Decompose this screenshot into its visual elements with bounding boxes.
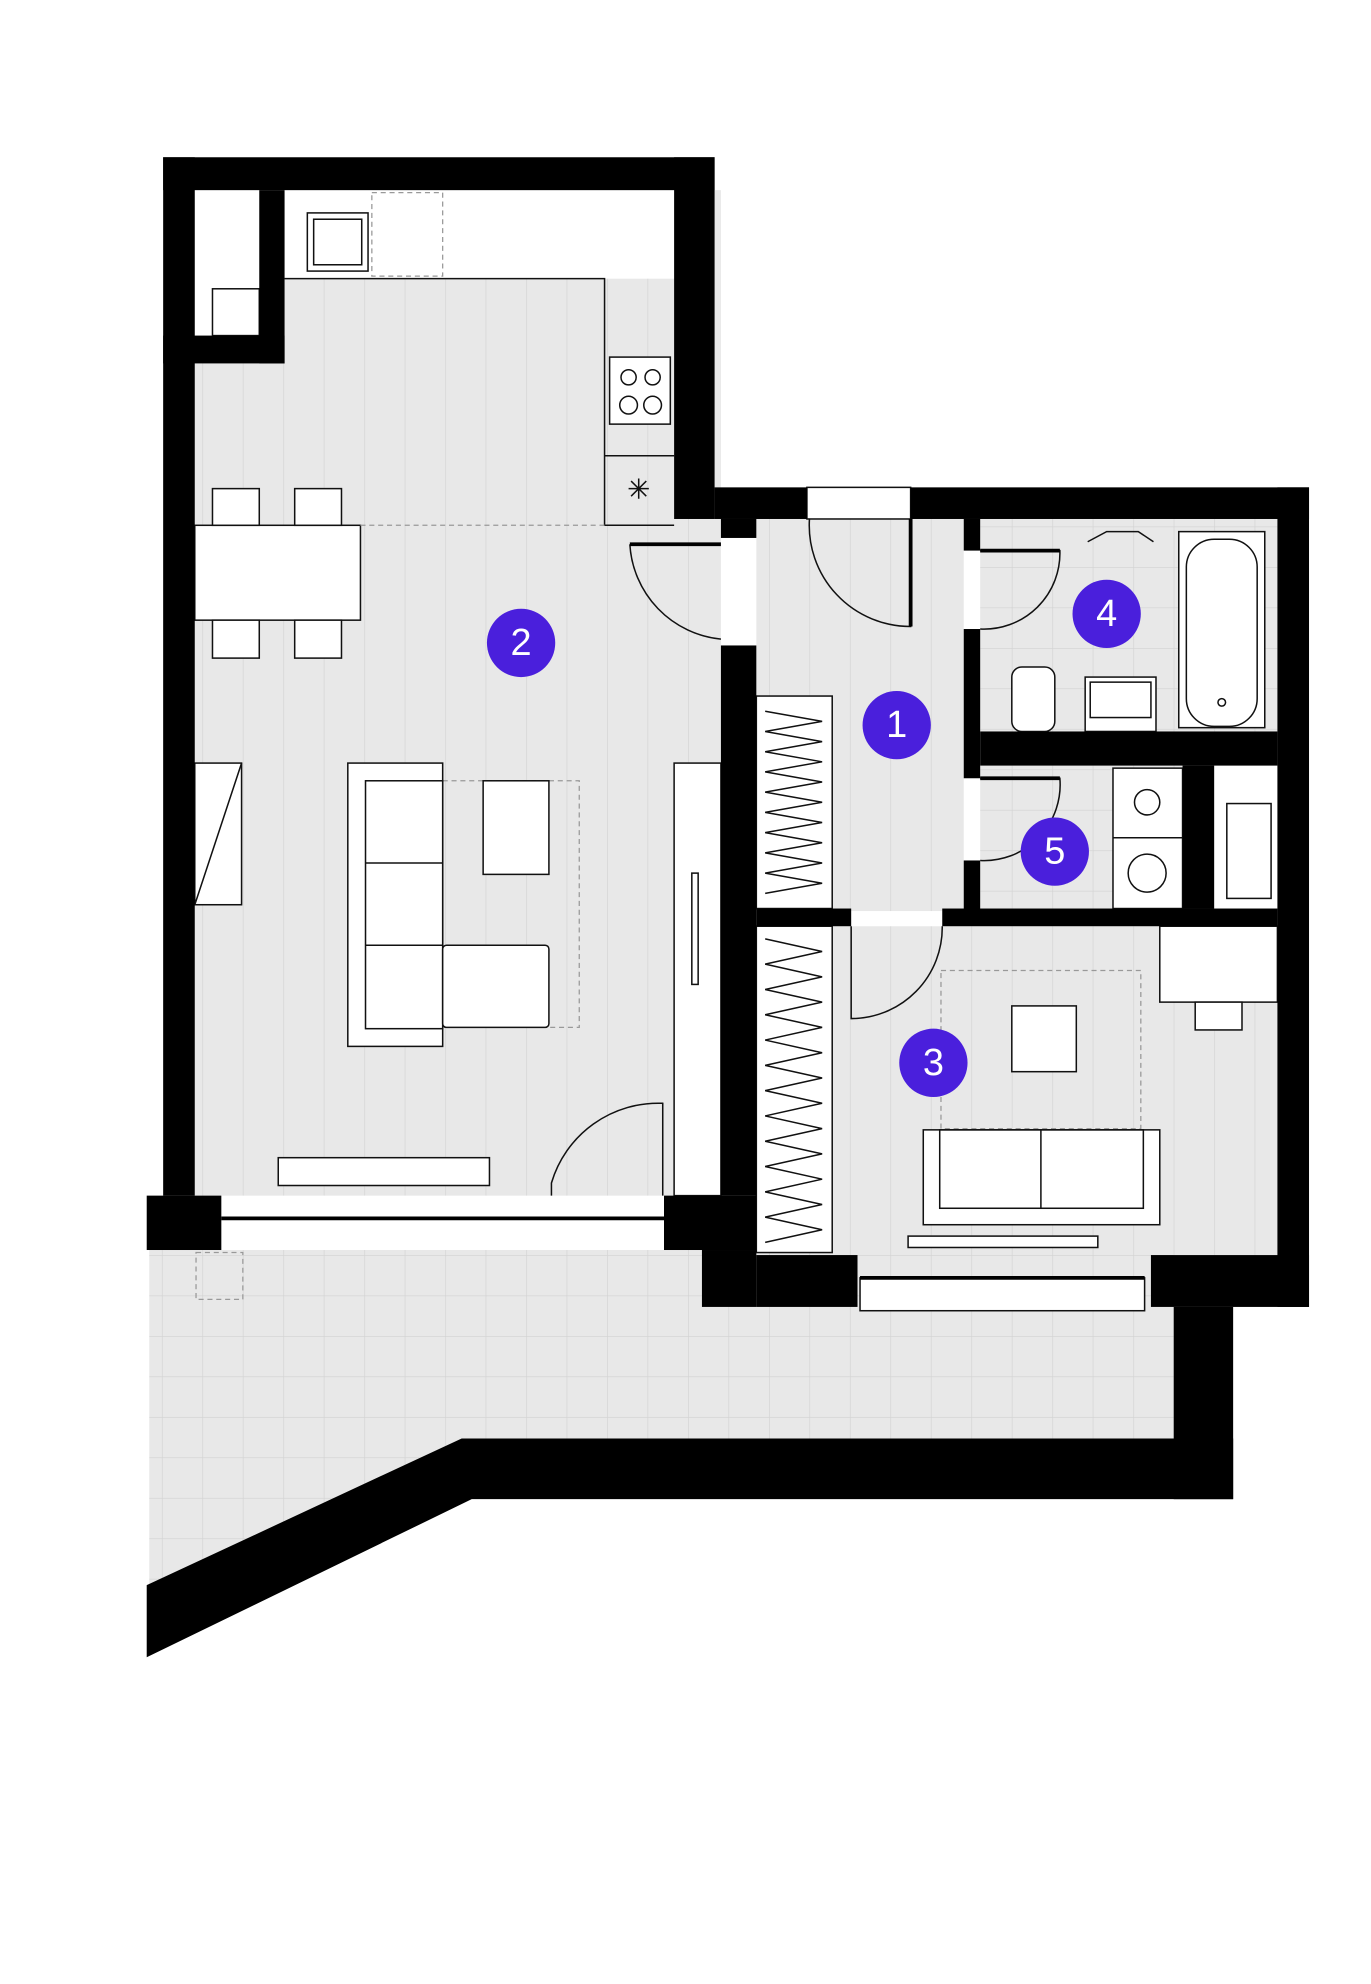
room-marker-bathroom[interactable]: 4: [1072, 579, 1141, 648]
terrace-floor: [149, 1250, 1174, 1586]
other-furniture: [755, 486, 1272, 910]
room-marker-bedroom[interactable]: 3: [899, 1028, 968, 1097]
bathtub: [1177, 530, 1266, 729]
living-furniture: [194, 487, 722, 1300]
coffee-table: [482, 780, 550, 876]
bedside-table: [1011, 1005, 1078, 1073]
desk: [1159, 925, 1279, 1003]
room-marker-hall[interactable]: 1: [862, 690, 931, 760]
fan-icon: [628, 478, 649, 499]
bedroom-furniture: [755, 925, 1279, 1312]
tv-console: [277, 1156, 491, 1187]
kitchen-sink: [306, 212, 369, 272]
room-marker-living[interactable]: 2: [486, 608, 556, 678]
room-number: 4: [1096, 593, 1117, 635]
washbasin: [1084, 676, 1157, 733]
room-number: 5: [1044, 831, 1065, 873]
cooktop: [608, 356, 672, 425]
room-number: 1: [886, 704, 907, 746]
dining-table: [194, 524, 362, 621]
room-number: 2: [511, 622, 532, 664]
room-number: 3: [923, 1042, 944, 1084]
walls: [146, 157, 1310, 1658]
room-marker-laundry[interactable]: 5: [1020, 817, 1089, 886]
kitchen: [189, 190, 675, 527]
room-markers: 2 1 4 5 3: [486, 579, 1141, 1097]
toilet: [1011, 666, 1056, 733]
